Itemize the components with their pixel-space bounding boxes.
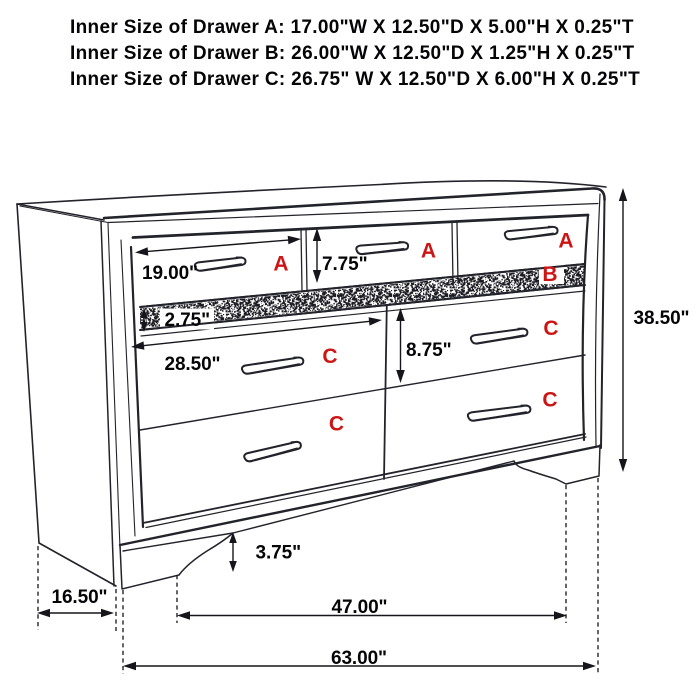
svg-text:8.75": 8.75"	[406, 340, 452, 361]
svg-text:19.00": 19.00"	[142, 263, 198, 284]
svg-text:Inner Size of Drawer C: 26.75": Inner Size of Drawer C: 26.75" W X 12.50…	[70, 69, 640, 90]
svg-text:2.75": 2.75"	[165, 310, 211, 331]
svg-text:38.50": 38.50"	[634, 308, 690, 329]
svg-text:A: A	[273, 253, 288, 276]
svg-text:A: A	[421, 240, 436, 263]
svg-text:C: C	[329, 413, 344, 436]
svg-text:A: A	[558, 230, 573, 253]
svg-text:C: C	[543, 317, 558, 340]
svg-text:47.00": 47.00"	[332, 597, 388, 618]
svg-text:C: C	[542, 389, 557, 412]
svg-text:3.75": 3.75"	[256, 543, 302, 564]
svg-text:Inner Size of Drawer B: 26.00": Inner Size of Drawer B: 26.00"W X 12.50"…	[70, 43, 635, 64]
svg-text:28.50": 28.50"	[165, 354, 221, 375]
svg-text:63.00": 63.00"	[331, 648, 387, 669]
svg-text:7.75": 7.75"	[322, 254, 368, 275]
svg-text:16.50": 16.50"	[52, 587, 108, 608]
svg-text:B: B	[542, 263, 557, 286]
svg-text:C: C	[322, 345, 337, 368]
svg-text:Inner Size of Drawer A: 17.00": Inner Size of Drawer A: 17.00"W X 12.50"…	[70, 17, 634, 38]
